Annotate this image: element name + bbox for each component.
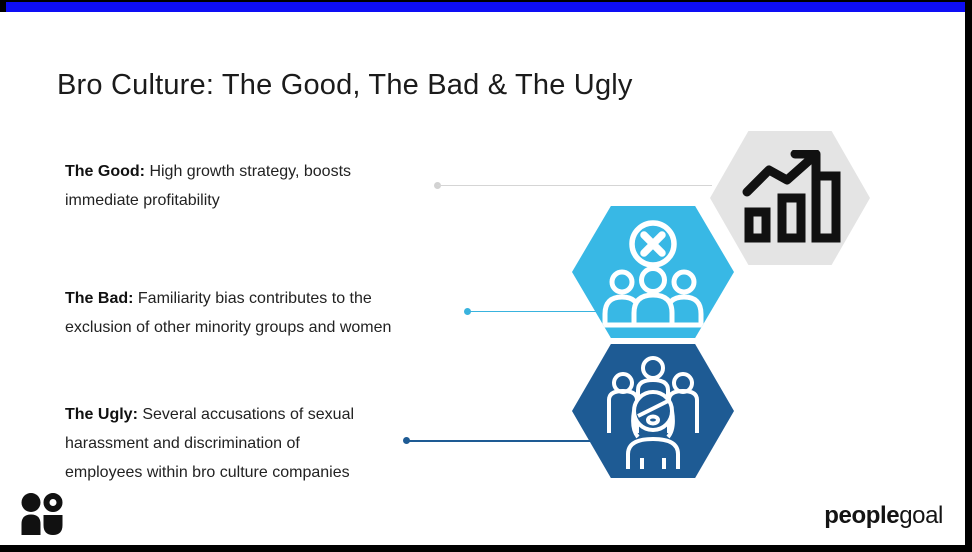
slide-title: Bro Culture: The Good, The Bad & The Ugl… [57, 69, 633, 102]
slide-canvas: Bro Culture: The Good, The Bad & The Ugl… [0, 12, 965, 545]
excluded-group-icon [602, 220, 704, 328]
ugly-hexagon [572, 344, 734, 478]
bad-label: The Bad: [65, 290, 134, 307]
good-label: The Good: [65, 163, 145, 180]
growth-chart-icon [742, 150, 841, 243]
ugly-text: The Ugly: Several accusations of sexual … [65, 400, 365, 487]
brand-people: people [824, 502, 900, 529]
peoplegoal-mark-icon [21, 493, 63, 535]
good-text: The Good: High growth strategy, boosts i… [65, 157, 385, 215]
peoplegoal-wordmark: peoplegoal [824, 502, 943, 530]
ugly-label: The Ugly: [65, 406, 138, 423]
good-connector-line [434, 182, 712, 189]
good-description: High growth strategy, boosts immediate p… [65, 163, 352, 209]
accent-bar [6, 2, 965, 12]
ugly-description: Several accusations of sexual harassment… [65, 406, 355, 481]
bad-hexagon [572, 206, 734, 338]
ugly-connector-line [403, 437, 603, 444]
bad-description: Familiarity bias contributes to the excl… [65, 290, 392, 336]
bad-connector-line [464, 308, 604, 315]
good-hexagon [710, 131, 870, 265]
bad-text: The Bad: Familiarity bias contributes to… [65, 284, 410, 342]
woman-among-men-icon [607, 356, 699, 469]
brand-goal: goal [899, 502, 943, 529]
